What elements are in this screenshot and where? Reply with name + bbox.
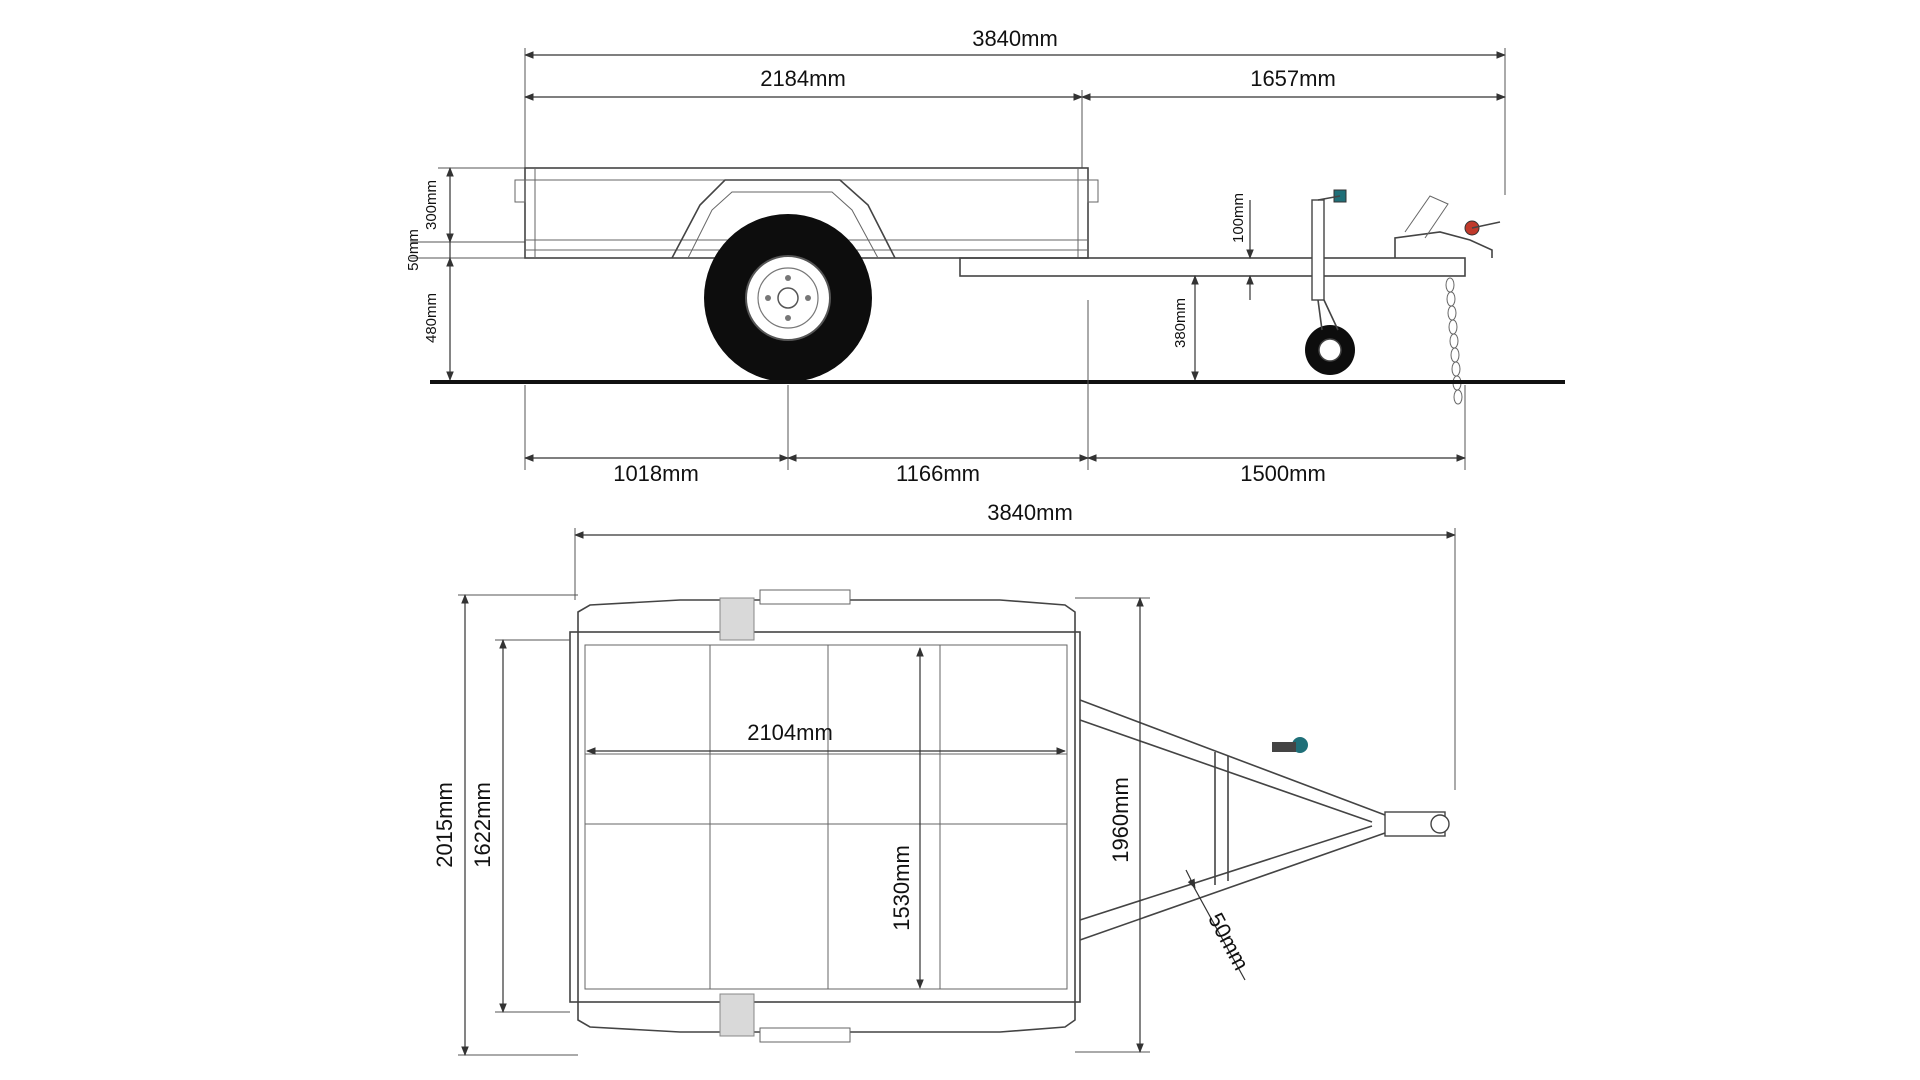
- drawbar-width-label: 1960mm: [1108, 777, 1133, 863]
- inner-width-label: 1530mm: [889, 845, 914, 931]
- top-view: 3840mm 2015mm: [432, 500, 1456, 1056]
- drawbar-height-label: 380mm: [1172, 298, 1189, 348]
- tube-size-dim-line: [1189, 879, 1246, 981]
- top-overall-length-label: 3840mm: [987, 500, 1073, 525]
- tube-size-label: 50mm: [1203, 909, 1254, 975]
- main-wheel: [704, 214, 872, 382]
- axle-to-front-label: 1166mm: [896, 461, 980, 486]
- drawbar-side: [959, 257, 1466, 277]
- side-view: 3840mm 2184mm 1657mm 300mm 50mm 480mm: [405, 26, 1565, 486]
- a-frame-drawbar: [1079, 699, 1450, 941]
- side-height-label: 300mm: [423, 180, 440, 230]
- jack-offset-label: 100mm: [1230, 193, 1247, 243]
- overall-width-label: 2015mm: [432, 782, 457, 868]
- jockey-wheel: [1305, 189, 1355, 375]
- front-to-hitch-label: 1500mm: [1240, 461, 1326, 486]
- trailer-deck: [569, 631, 1081, 1003]
- trailer-frame-top: [577, 599, 1076, 1033]
- inner-length-label: 2104mm: [747, 720, 833, 745]
- outer-width-label: 1622mm: [470, 782, 495, 868]
- safety-chain: [1445, 277, 1463, 405]
- drawbar-length-label: 1657mm: [1250, 66, 1336, 91]
- overall-length-label: 3840mm: [972, 26, 1058, 51]
- mudguard: [671, 179, 896, 259]
- rear-to-axle-label: 1018mm: [613, 461, 699, 486]
- body-length-label: 2184mm: [760, 66, 846, 91]
- rail-height-label: 50mm: [405, 229, 422, 271]
- coupling-head: [1394, 231, 1493, 258]
- floor-height-label: 480mm: [423, 293, 440, 343]
